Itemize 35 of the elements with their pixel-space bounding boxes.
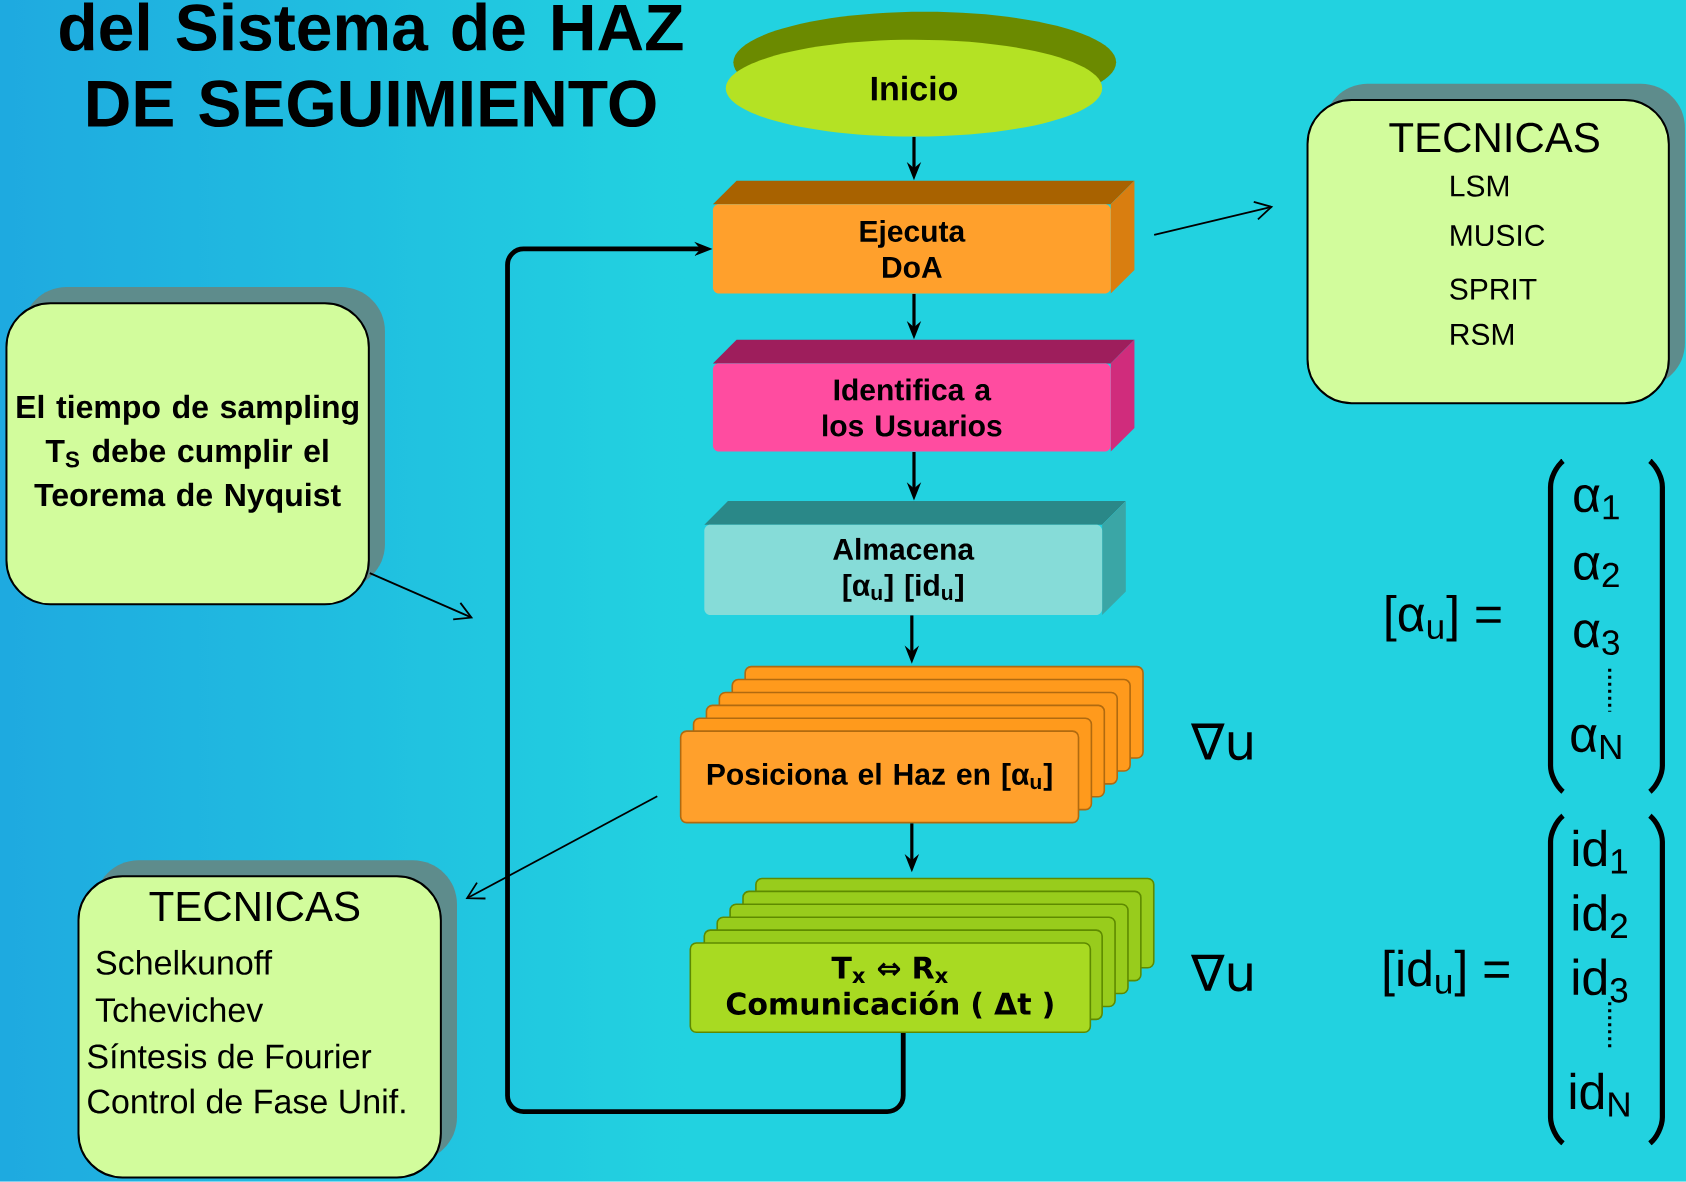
panel-heading: TECNICAS: [1389, 122, 1599, 153]
matrix-entry: id$_{1}$: [1573, 829, 1627, 874]
matrix-name: [α$_{u}$] =: [1386, 595, 1501, 642]
list-item: Schelkunoff: [96, 950, 273, 975]
arrow: [368, 572, 474, 621]
arrow: [1153, 201, 1274, 236]
arrow: [465, 795, 659, 900]
matrix-entry: α$_{3}$: [1574, 620, 1619, 656]
list-item: MUSIC: [1451, 225, 1545, 247]
process-box: Identifica a los Usuarios: [712, 339, 1135, 452]
process-box: Ejecuta DoA: [712, 180, 1135, 294]
stacked-process-box: Posiciona el Haz en [α$_{u}$]: [679, 666, 1144, 824]
matrix-entry: id$_{3}$: [1573, 958, 1628, 1003]
matrix-name: [id$_{u}$] =: [1384, 949, 1509, 997]
stacked-process-box: T$_{x}$ ⇔ R$_{x}$ Comunicación ( Δt ): [689, 877, 1155, 1034]
list-item: RSM: [1451, 323, 1513, 346]
list-item: SPRIT: [1450, 278, 1537, 300]
matrix-entry: α$_{1}$: [1574, 485, 1619, 520]
matrix-entry: id$_{N}$: [1570, 1072, 1629, 1117]
text-panel: [1306, 84, 1685, 405]
matrix-entry: α$_{N}$: [1571, 724, 1621, 760]
text-panel: [77, 860, 457, 1179]
title: del Sistema de HAZ DE SEGUIMIENTO: [60, 2, 683, 128]
list-item: Tchevichev: [95, 997, 264, 1023]
arrow: [505, 241, 906, 1115]
matrix-entry: id$_{2}$: [1573, 894, 1627, 939]
list-item: LSM: [1451, 175, 1508, 197]
list-item: Síntesis de Fourier: [87, 1043, 372, 1069]
process-box: Almacena [α$_{u}$] [id$_{u}$]: [704, 501, 1126, 616]
matrix-entry: α$_{2}$: [1574, 552, 1619, 588]
list-item: Control de Fase Unif.: [88, 1088, 405, 1114]
note-box: El tiempo de sampling T$_{S}$ debe cumplir el Teorema de Nyquist: [5, 287, 385, 606]
panel-heading: TECNICAS: [149, 891, 360, 922]
gradient-symbol: ∇u: [1190, 723, 1252, 761]
gradient-symbol: ∇u: [1190, 954, 1252, 992]
